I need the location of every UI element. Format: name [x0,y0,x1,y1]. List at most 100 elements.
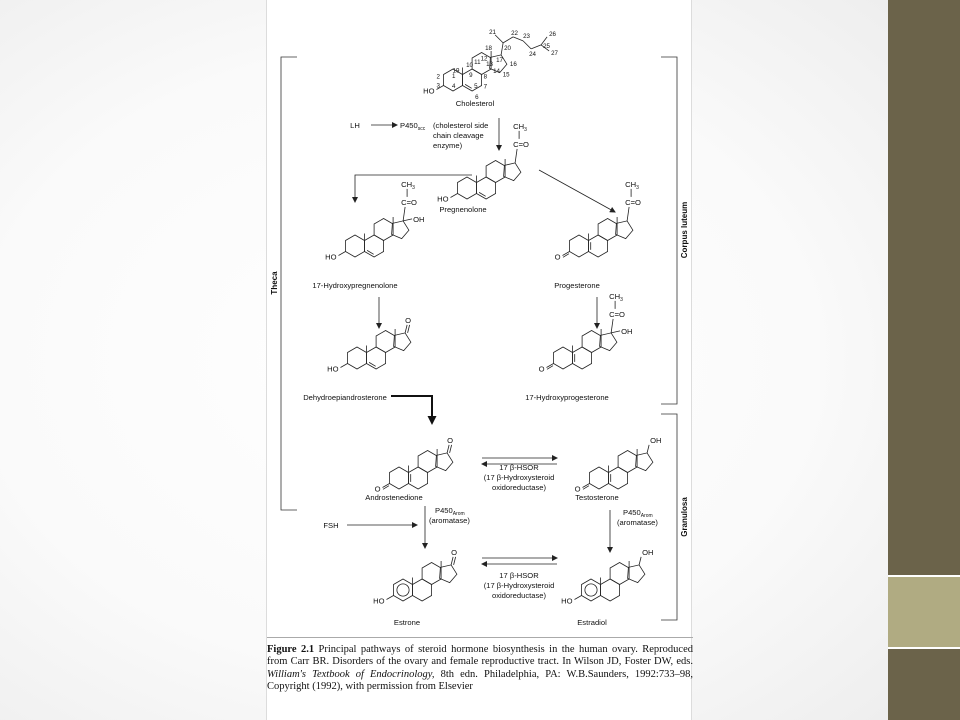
cholesterol-ring-d [489,54,508,74]
cholesterol-carbon-24: 24 [529,51,536,58]
pregnenolone-ring-b [476,176,497,200]
dhea-c17-bond [404,324,408,333]
progesterone-c20-keto: C=O [625,198,641,207]
androstenedione-c3-bond [382,483,390,488]
cholesterol-carbon-10: 10 [466,62,473,69]
pregnenolone-c3-hydroxyl: HO [437,195,448,204]
17-hydroxyprogesterone-c20-keto: C=O [609,310,625,319]
hsor-label-2: 17 β-HSOR [499,571,539,580]
17-hydroxyprogesterone-ring-d [599,332,618,352]
cholesterol-carbon-9: 9 [469,72,473,79]
caption-paragraph: Figure 2.1 Principal pathways of steroid… [267,638,693,694]
progesterone-c3-keto: O [555,253,561,262]
17-hydroxyprogesterone-c3-bond [546,363,554,368]
scc-description-line-2: chain cleavage [433,131,484,140]
progesterone-c3-double-bond [562,253,570,258]
pregnenolone-to-17-hydroxypregnenolone-arrow [352,174,472,203]
estradiol-c17-hydroxyl: OH [642,548,653,557]
dhea-to-androstenedione-bold-arrow [391,395,437,425]
estrone-structure: HOO [373,548,458,606]
17-hydroxypregnenolone-ring-c [373,218,394,241]
17-hydroxyprogesterone-c3-keto: O [539,365,545,374]
dhea-double-bond-5 [368,362,376,367]
testosterone-ring-d [635,452,654,472]
hsor-description-1-line-1: (17 β-Hydroxysteroid [484,473,555,482]
cholesterol-c3-bond [436,85,444,90]
pregnenolone-c17-bond [514,148,518,163]
testosterone-c17-bond [646,444,650,453]
cholesterol-side-chain-bond-6 [530,44,542,50]
sidebar-block-middle [888,577,960,647]
estrone-aromatic-circle [396,583,410,597]
dhea-c3-bond [340,363,348,368]
17-hydroxyprogesterone-label: 17-Hydroxyprogesterone [525,393,609,402]
enzyme-labels: LH P450scc (cholesterol side chain cleav… [323,121,658,600]
cholesterol-side-chain-bond-4 [512,36,524,42]
androstenedione-c17-keto: O [447,436,453,445]
estradiol-c3-bond [574,595,582,600]
androstenedione-c3-double-bond [382,485,390,490]
androstenedione-ring-b [408,466,429,490]
corpus-luteum-bracket [661,56,678,405]
theca-label: Theca [270,271,279,295]
estradiol-aromatic-circle [584,583,598,597]
lh-label: LH [350,121,360,130]
cholesterol-carbon-25: 25 [543,43,550,50]
progesterone-ring-c [597,218,618,241]
cholesterol-carbon-23: 23 [523,33,530,40]
cholesterol-carbon-11: 11 [474,59,481,66]
17-hydroxypregnenolone-c3-bond [338,251,346,256]
testosterone-ring-b [608,466,629,490]
hsor-description-1-line-2: oxidoreductase) [492,483,547,492]
progesterone-c21-methyl: CH3 [625,180,639,191]
dhea-ring-d [393,332,412,352]
fsh-label: FSH [323,521,338,530]
progesterone-ring-a [569,234,589,258]
dhea-c17-keto: O [405,316,411,325]
cholesterol-carbon-8: 8 [484,74,488,81]
sidebar-block-top [888,0,960,575]
cholesterol-side-chain-bond-7 [540,36,548,46]
caption-figure-label: Figure 2.1 [267,644,315,655]
17-hydroxypregnenolone-17-hydroxyl: OH [413,215,424,224]
androstenedione-c17-double-bond [449,444,452,453]
cholesterol-carbon-19: 19 [453,68,460,75]
17-hydroxyprogesterone-ring-c [581,330,602,353]
cholesterol-carbon-6: 6 [475,94,479,101]
testosterone-c3-keto: O [575,485,581,494]
dhea-structure: HOO [327,316,412,374]
estradiol-structure: HO OH [561,548,653,606]
cholesterol-side-chain-bond-1 [500,42,504,55]
sidebar-block-bottom [888,649,960,720]
estrone-c17-bond [450,556,454,565]
hsor-description-2-line-1: (17 β-Hydroxysteroid [484,581,555,590]
p450scc-label: P450scc [400,121,426,132]
progesterone-label: Progesterone [554,281,600,290]
estrone-ring-a [393,578,413,602]
pregnenolone-ring-c [485,160,506,183]
testosterone-structure: O OH [575,436,662,494]
cholesterol-carbon-1: 1 [452,73,456,80]
cholesterol-carbon-16: 16 [510,61,517,68]
pregnenolone-c20-keto: C=O [513,140,529,149]
scc-description-line-1: (cholesterol side [433,121,488,130]
progesterone-ring-b [588,234,609,258]
testosterone-c17-hydroxyl: OH [650,436,661,445]
cholesterol-side-chain-bond-2 [494,34,504,44]
17-hydroxypregnenolone-17-oh-bond [403,218,413,222]
17-hydroxypregnenolone-c3-hydroxyl: HO [325,253,336,262]
17-hydroxyprogesterone-c17-bond [610,318,614,333]
estradiol-c17-bond [638,556,642,565]
androstenedione-ring-c [417,450,438,473]
cholesterol-side-chain-bond-5 [522,40,532,50]
pregnenolone-ring-d [503,162,522,182]
17-hydroxypregnenolone-c17-bond [402,206,406,221]
cholesterol-carbon-7: 7 [484,84,488,91]
estradiol-c3-hydroxyl: HO [561,597,572,606]
cholesterol-double-bond-5 [464,84,472,89]
dhea-ring-a [347,346,367,370]
